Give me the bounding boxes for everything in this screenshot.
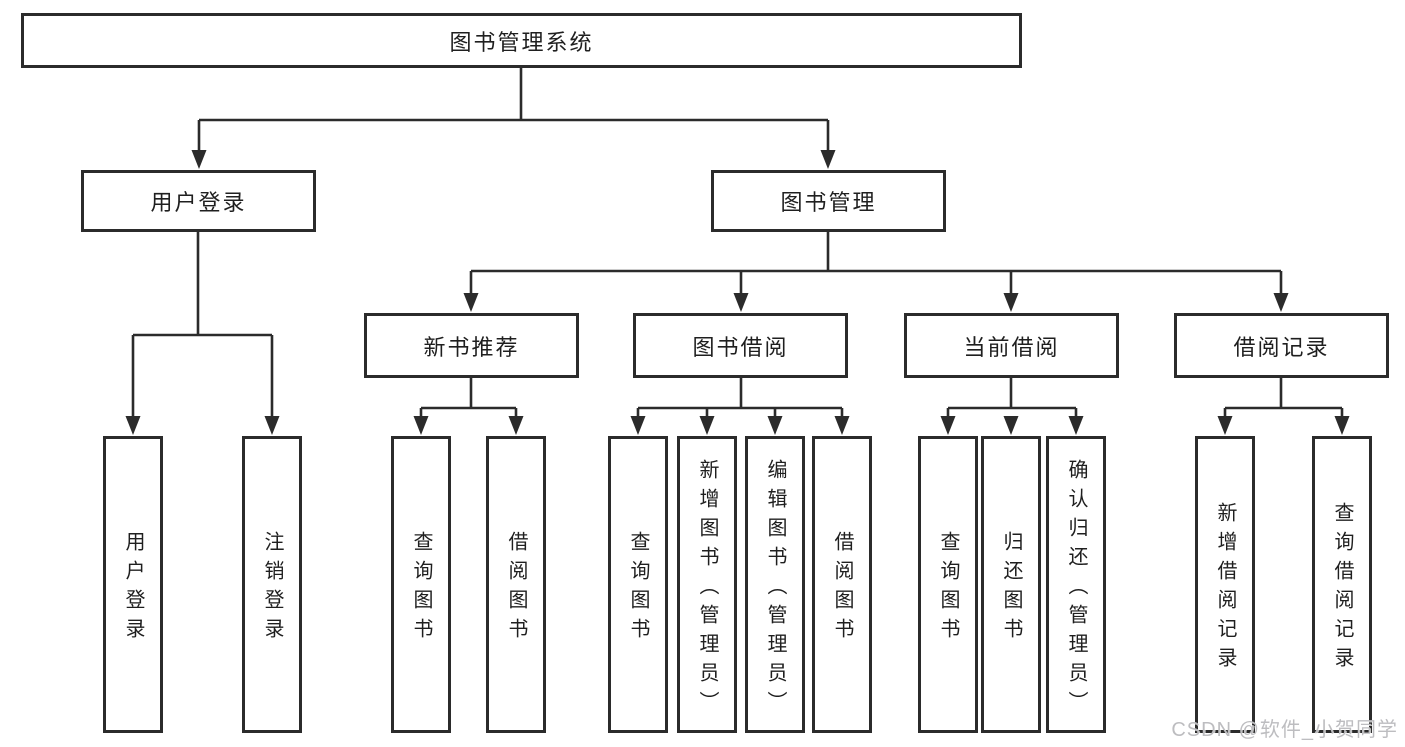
node-label: 注销登录: [261, 531, 283, 647]
node-label: 查询图书: [410, 531, 432, 647]
arrow-down-icon: [1217, 416, 1233, 435]
node-current-borrowing: 当前借阅: [904, 313, 1119, 378]
node-leaf-confirm-return-admin: 确认归还（管理员）: [1046, 436, 1106, 733]
node-label: 查询借阅记录: [1331, 502, 1353, 676]
arrow-down-icon: [264, 416, 280, 435]
node-label: 查询图书: [937, 531, 959, 647]
node-library-system: 图书管理系统: [21, 13, 1022, 68]
arrow-down-icon: [1068, 416, 1084, 435]
arrow-down-icon: [940, 416, 956, 435]
arrow-down-icon: [820, 150, 836, 169]
arrow-down-icon: [1003, 293, 1019, 312]
arrow-down-icon: [630, 416, 646, 435]
node-label: 确认归还（管理员）: [1065, 458, 1087, 720]
node-label: 借阅记录: [1233, 334, 1330, 360]
node-label: 用户登录: [150, 190, 247, 215]
arrow-down-icon: [413, 416, 429, 435]
node-book-borrowing: 图书借阅: [633, 313, 848, 378]
arrow-down-icon: [767, 416, 783, 435]
node-label: 图书借阅: [692, 334, 789, 360]
node-label: 当前借阅: [963, 334, 1060, 360]
csdn-watermark: CSDN @软件_小贺同学: [1171, 719, 1398, 741]
arrowheads: [125, 150, 1350, 435]
node-leaf-edit-books-admin: 编辑图书（管理员）: [745, 436, 805, 733]
arrow-down-icon: [1273, 293, 1289, 312]
node-leaf-query-books-3: 查询图书: [918, 436, 978, 733]
node-leaf-borrow-books-2: 借阅图书: [812, 436, 872, 733]
arrow-down-icon: [733, 293, 749, 312]
node-label: 图书管理: [780, 190, 877, 215]
arrow-down-icon: [191, 150, 207, 169]
node-leaf-borrow-books-1: 借阅图书: [486, 436, 546, 733]
node-label: 借阅图书: [505, 531, 527, 647]
node-label: 新书推荐: [423, 334, 520, 360]
node-user-login-module: 用户登录: [81, 170, 316, 232]
node-borrow-records: 借阅记录: [1174, 313, 1389, 378]
node-leaf-query-borrow-record: 查询借阅记录: [1312, 436, 1372, 733]
arrow-down-icon: [463, 293, 479, 312]
node-label: 借阅图书: [831, 531, 853, 647]
arrow-down-icon: [834, 416, 850, 435]
node-leaf-query-books-1: 查询图书: [391, 436, 451, 733]
node-label: 用户登录: [122, 531, 144, 647]
arrow-down-icon: [1003, 416, 1019, 435]
arrow-down-icon: [699, 416, 715, 435]
node-leaf-query-books-2: 查询图书: [608, 436, 668, 733]
node-leaf-logout: 注销登录: [242, 436, 302, 733]
arrow-down-icon: [508, 416, 524, 435]
node-label: 新增借阅记录: [1214, 502, 1236, 676]
arrow-down-icon: [125, 416, 141, 435]
node-label: 新增图书（管理员）: [696, 458, 718, 720]
arrow-down-icon: [1334, 416, 1350, 435]
node-label: 编辑图书（管理员）: [764, 458, 786, 720]
node-label: 查询图书: [627, 531, 649, 647]
node-leaf-return-books: 归还图书: [981, 436, 1041, 733]
node-label: 图书管理系统: [449, 29, 594, 55]
node-new-book-recommend: 新书推荐: [364, 313, 579, 378]
node-leaf-user-login: 用户登录: [103, 436, 163, 733]
node-book-management: 图书管理: [711, 170, 946, 232]
node-label: 归还图书: [1000, 531, 1022, 647]
node-leaf-add-borrow-record: 新增借阅记录: [1195, 436, 1255, 733]
node-leaf-add-books-admin: 新增图书（管理员）: [677, 436, 737, 733]
